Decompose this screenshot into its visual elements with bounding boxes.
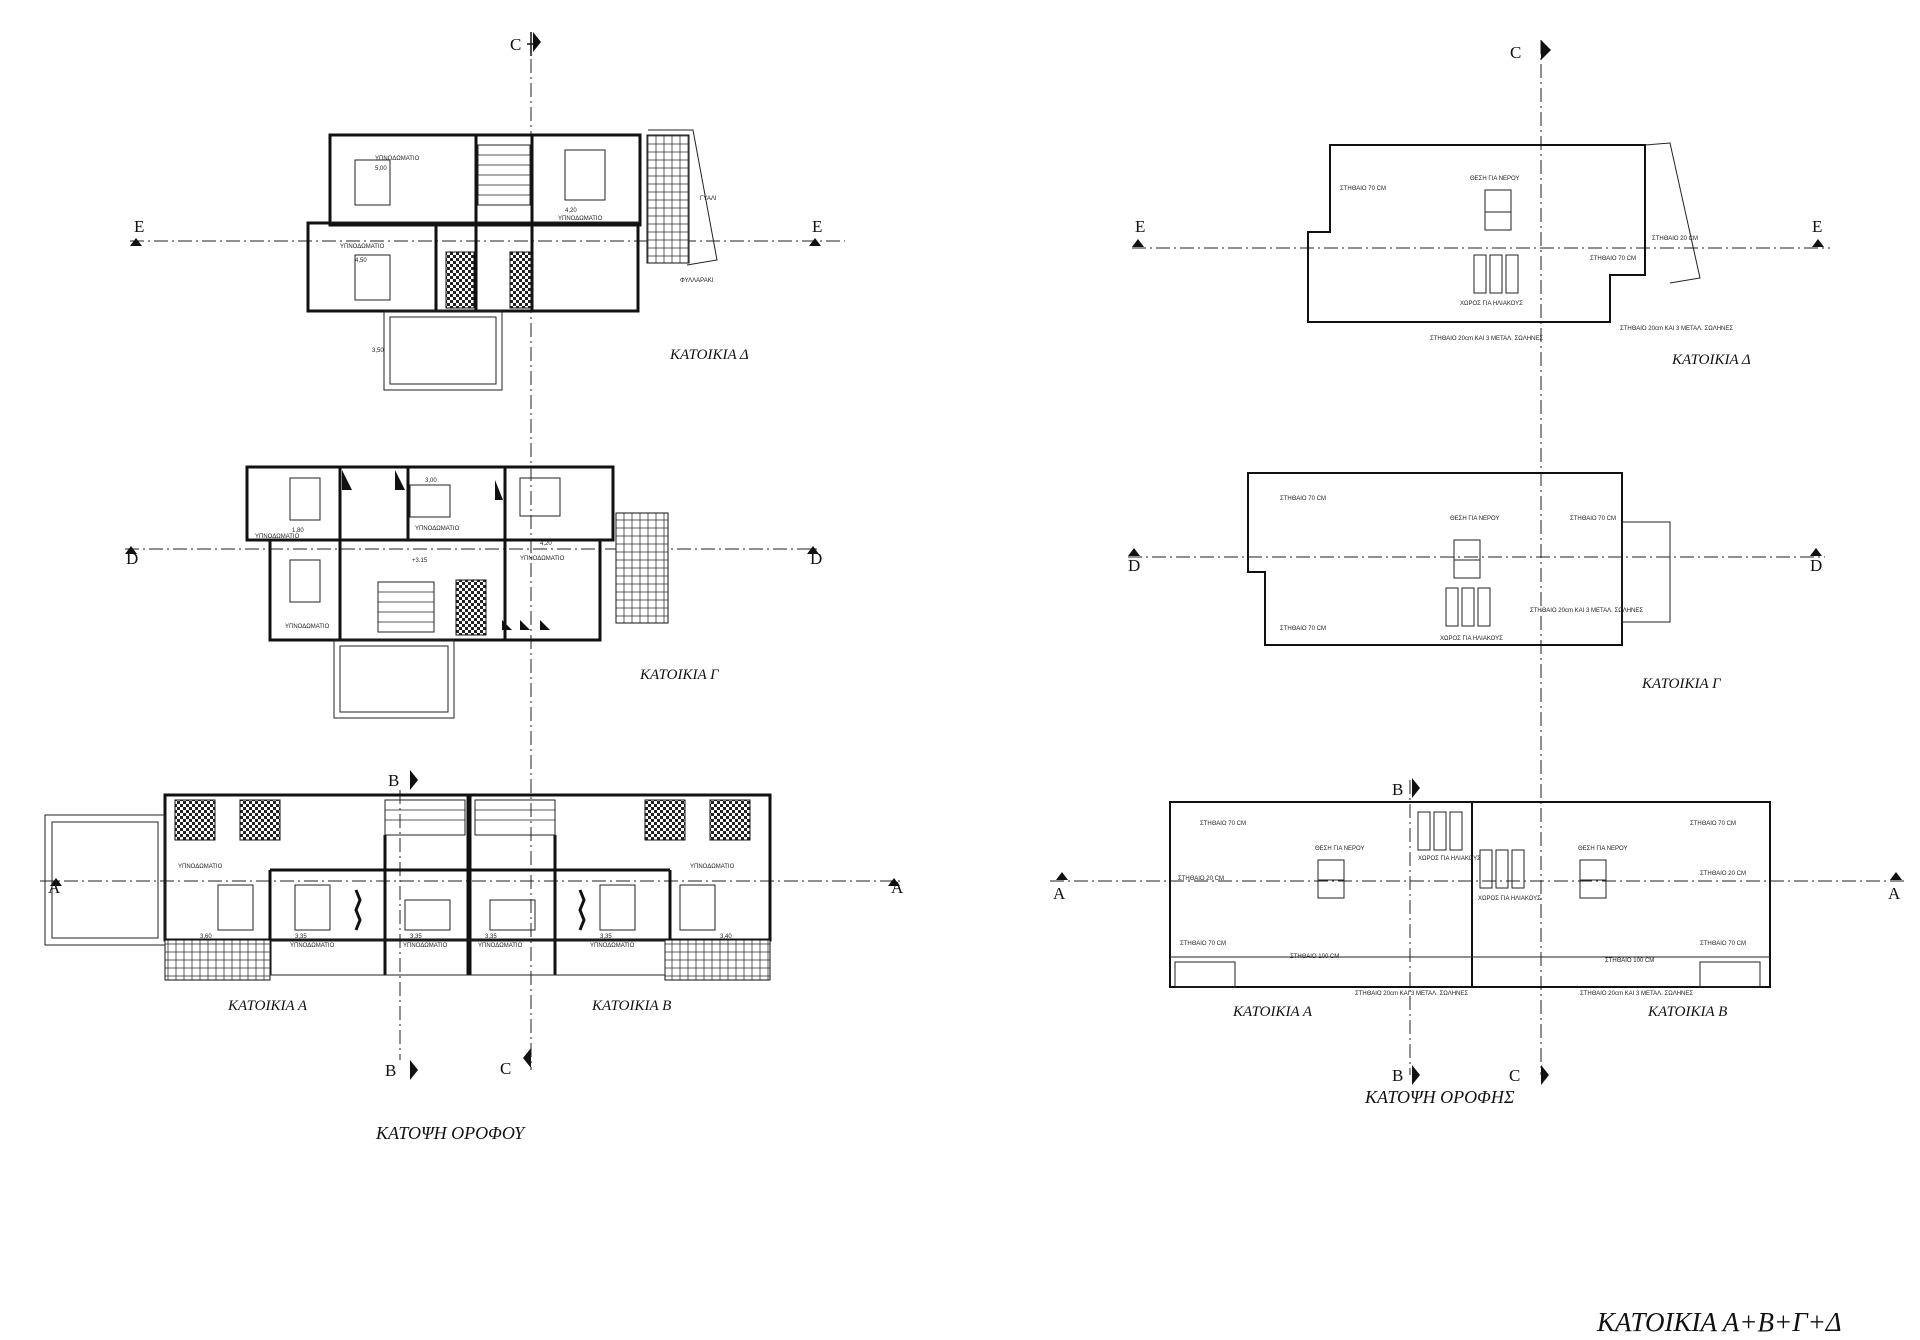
axis-label-a-right: Α xyxy=(891,878,904,897)
axis-label-e-right: E xyxy=(812,217,822,236)
g-roof-label: ΚΑΤΟΙΚΙΑ Γ xyxy=(1641,676,1722,692)
roof-axis-e-right: E xyxy=(1812,217,1822,236)
b-roof-collectors: ΧΩΡΟΣ ΓΙΑ ΗΛΙΑΚΟΥΣ xyxy=(1478,896,1541,902)
a-roof-tank: ΘΕΣΗ ΓΙΑ ΝΕΡΟΥ xyxy=(1315,846,1365,852)
roof-axis-a-right: Α xyxy=(1888,884,1901,903)
roof-axis-a-left: Α xyxy=(1053,884,1066,903)
d-roof-rails-2: ΣΤΗΘΑΙΟ 20cm ΚΑΙ 3 ΜΕΤΑΛ. ΣΩΛΗΝΕΣ xyxy=(1620,326,1733,332)
roof-axis-b-top: Β xyxy=(1392,780,1403,799)
dim-d1: 5,00 xyxy=(375,166,387,172)
roof-axis-c-top: C xyxy=(1510,43,1521,62)
house-ab-floor-plan: ΥΠΝΟΔΩΜΑΤΙΟ ΥΠΝΟΔΩΜΑΤΙΟ ΥΠΝΟΔΩΜΑΤΙΟ ΥΠΝΟ… xyxy=(44,793,772,1014)
house-g-roof-plan: ΣΤΗΘΑΙΟ 70 CM ΘΕΣΗ ΓΙΑ ΝΕΡΟΥ ΧΩΡΟΣ ΓΙΑ Η… xyxy=(1247,472,1722,692)
g-roof-tank: ΘΕΣΗ ΓΙΑ ΝΕΡΟΥ xyxy=(1450,516,1500,522)
g-roof-parapet-2: ΣΤΗΘΑΙΟ 70 CM xyxy=(1570,516,1616,522)
house-d-floor-plan: ΥΠΝΟΔΩΜΑΤΙΟ ΥΠΝΟΔΩΜΑΤΙΟ ΥΠΝΟΔΩΜΑΤΙΟ 5,00… xyxy=(306,129,749,391)
a-roof-parapet-1: ΣΤΗΘΑΙΟ 70 CM xyxy=(1200,821,1246,827)
axis-label-b-top: Β xyxy=(388,771,399,790)
sheet-title: ΚΑΤΟΙΚΙΑ Α+Β+Γ+Δ xyxy=(1596,1307,1842,1337)
b-roof-rails: ΣΤΗΘΑΙΟ 20cm ΚΑΙ 3 ΜΕΤΑΛ. ΣΩΛΗΝΕΣ xyxy=(1580,991,1693,997)
room-label-d1: ΥΠΝΟΔΩΜΑΤΙΟ xyxy=(375,156,420,162)
dim-g3: +3.15 xyxy=(412,558,428,564)
d-roof-label: ΚΑΤΟΙΚΙΑ Δ xyxy=(1671,352,1751,368)
upper-floor-axes: C E E D D Α Α Β Β C xyxy=(40,32,904,1080)
dim-g2: 1,80 xyxy=(292,528,304,534)
room-label-g1: ΥΠΝΟΔΩΜΑΤΙΟ xyxy=(255,534,300,540)
dim-d4: 3,50 xyxy=(372,348,384,354)
house-a-label: ΚΑΤΟΙΚΙΑ Α xyxy=(227,998,308,1014)
dim-d3: 4,20 xyxy=(565,208,577,214)
room-label-g4: ΥΠΝΟΔΩΜΑΤΙΟ xyxy=(285,624,330,630)
axis-label-b-bottom: Β xyxy=(385,1061,396,1080)
dim-d2: 4,50 xyxy=(355,258,367,264)
a-roof-parapet-4: ΣΤΗΘΑΙΟ 100 CM xyxy=(1290,954,1339,960)
roof-axis-d-left: D xyxy=(1128,556,1140,575)
house-ab-roof-plan: ΣΤΗΘΑΙΟ 70 CM ΣΤΗΘΑΙΟ 20 CM ΣΤΗΘΑΙΟ 70 C… xyxy=(1169,801,1771,1020)
room-label-a2: ΥΠΝΟΔΩΜΑΤΙΟ xyxy=(290,943,335,949)
a-roof-collectors: ΧΩΡΟΣ ΓΙΑ ΗΛΙΑΚΟΥΣ xyxy=(1418,856,1481,862)
planter-label: ΦΥΛΛΑΡΑΚΙ xyxy=(680,278,714,284)
axis-label-c-top: C xyxy=(510,35,521,54)
a-roof-parapet-2: ΣΤΗΘΑΙΟ 20 CM xyxy=(1178,876,1224,882)
b-roof-parapet-4: ΣΤΗΘΑΙΟ 100 CM xyxy=(1605,958,1654,964)
b-roof-parapet-2: ΣΤΗΘΑΙΟ 20 CM xyxy=(1700,871,1746,877)
dim-a3: 3,35 xyxy=(410,934,422,940)
d-roof-rails-1: ΣΤΗΘΑΙΟ 20cm ΚΑΙ 3 ΜΕΤΑΛ. ΣΩΛΗΝΕΣ xyxy=(1430,336,1543,342)
axis-label-d-left: D xyxy=(126,549,138,568)
room-label-d3: ΥΠΝΟΔΩΜΑΤΙΟ xyxy=(340,244,385,250)
b-roof-parapet-3: ΣΤΗΘΑΙΟ 70 CM xyxy=(1700,941,1746,947)
a-roof-label: ΚΑΤΟΙΚΙΑ Α xyxy=(1232,1004,1313,1020)
d-roof-parapet-3: ΣΤΗΘΑΙΟ 20 CM xyxy=(1652,236,1698,242)
dim-g4: 4,20 xyxy=(540,541,552,547)
glass-label: ΓΥΑΛΙ xyxy=(700,196,717,202)
a-roof-rails: ΣΤΗΘΑΙΟ 20cm ΚΑΙ 3 ΜΕΤΑΛ. ΣΩΛΗΝΕΣ xyxy=(1355,991,1468,997)
room-label-d2: ΥΠΝΟΔΩΜΑΤΙΟ xyxy=(558,216,603,222)
dim-b1: 3,40 xyxy=(720,934,732,940)
house-b-label: ΚΑΤΟΙΚΙΑ Β xyxy=(591,998,671,1014)
axis-label-a-left: Α xyxy=(48,878,61,897)
upper-floor-title: ΚΑΤΟΨΗ ΟΡΟΦΟΥ xyxy=(375,1123,526,1143)
axis-label-e-left: E xyxy=(134,217,144,236)
room-label-a3: ΥΠΝΟΔΩΜΑΤΙΟ xyxy=(403,943,448,949)
g-roof-parapet-1: ΣΤΗΘΑΙΟ 70 CM xyxy=(1280,496,1326,502)
axis-label-c-bottom: C xyxy=(500,1059,511,1078)
b-roof-label: ΚΑΤΟΙΚΙΑ Β xyxy=(1647,1004,1727,1020)
roof-axis-b-bottom: Β xyxy=(1392,1066,1403,1085)
b-roof-tank: ΘΕΣΗ ΓΙΑ ΝΕΡΟΥ xyxy=(1578,846,1628,852)
dim-g1: 3,00 xyxy=(425,478,437,484)
roof-axes: C E E D D Α Α Β Β C xyxy=(1050,40,1905,1085)
roof-axis-e-left: E xyxy=(1135,217,1145,236)
a-roof-parapet-3: ΣΤΗΘΑΙΟ 70 CM xyxy=(1180,941,1226,947)
g-roof-collectors: ΧΩΡΟΣ ΓΙΑ ΗΛΙΑΚΟΥΣ xyxy=(1440,636,1503,642)
house-g-floor-plan: ΥΠΝΟΔΩΜΑΤΙΟ ΥΠΝΟΔΩΜΑΤΙΟ ΥΠΝΟΔΩΜΑΤΙΟ ΥΠΝΟ… xyxy=(245,465,720,719)
dim-b2: 3,35 xyxy=(600,934,612,940)
d-roof-parapet-1: ΣΤΗΘΑΙΟ 70 CM xyxy=(1340,186,1386,192)
d-roof-tank: ΘΕΣΗ ΓΙΑ ΝΕΡΟΥ xyxy=(1470,176,1520,182)
room-label-b1: ΥΠΝΟΔΩΜΑΤΙΟ xyxy=(690,864,735,870)
dim-a1: 3,60 xyxy=(200,934,212,940)
house-g-label: ΚΑΤΟΙΚΙΑ Γ xyxy=(639,667,720,683)
g-roof-parapet-3: ΣΤΗΘΑΙΟ 70 CM xyxy=(1280,626,1326,632)
d-roof-parapet-2: ΣΤΗΘΑΙΟ 70 CM xyxy=(1590,256,1636,262)
house-d-label: ΚΑΤΟΙΚΙΑ Δ xyxy=(669,347,749,363)
roof-axis-d-right: D xyxy=(1810,556,1822,575)
room-label-g2: ΥΠΝΟΔΩΜΑΤΙΟ xyxy=(415,526,460,532)
room-label-a1: ΥΠΝΟΔΩΜΑΤΙΟ xyxy=(178,864,223,870)
d-roof-collectors: ΧΩΡΟΣ ΓΙΑ ΗΛΙΑΚΟΥΣ xyxy=(1460,301,1523,307)
room-label-g3: ΥΠΝΟΔΩΜΑΤΙΟ xyxy=(520,556,565,562)
b-roof-parapet-1: ΣΤΗΘΑΙΟ 70 CM xyxy=(1690,821,1736,827)
roof-title: ΚΑΤΟΨΗ ΟΡΟΦΗΣ xyxy=(1364,1087,1515,1107)
roof-axis-c-bottom: C xyxy=(1509,1066,1520,1085)
dim-a2: 3,35 xyxy=(295,934,307,940)
axis-label-d-right: D xyxy=(810,549,822,568)
house-d-roof-plan: ΣΤΗΘΑΙΟ 70 CM ΘΕΣΗ ΓΙΑ ΝΕΡΟΥ ΧΩΡΟΣ ΓΙΑ Η… xyxy=(1307,142,1751,368)
g-roof-rails: ΣΤΗΘΑΙΟ 20cm ΚΑΙ 3 ΜΕΤΑΛ. ΣΩΛΗΝΕΣ xyxy=(1530,608,1643,614)
room-label-b3: ΥΠΝΟΔΩΜΑΤΙΟ xyxy=(478,943,523,949)
room-label-b2: ΥΠΝΟΔΩΜΑΤΙΟ xyxy=(590,943,635,949)
dim-b3: 3,35 xyxy=(485,934,497,940)
